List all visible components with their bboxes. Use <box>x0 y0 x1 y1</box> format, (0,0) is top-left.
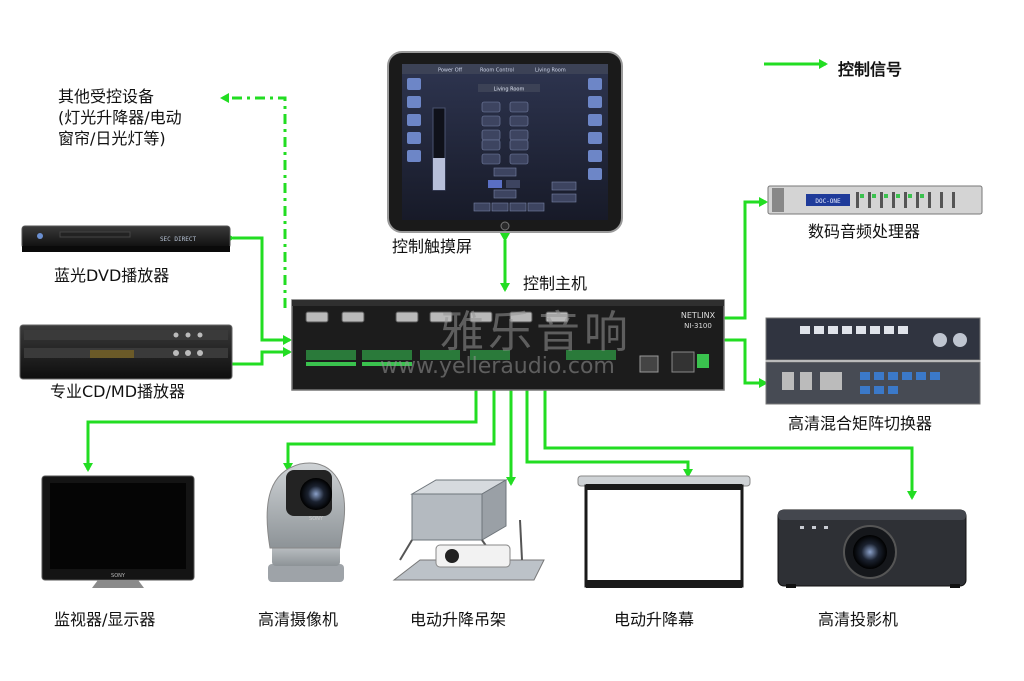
other-devices-line1: 其他受控设备 <box>58 87 155 106</box>
tp-right-icons <box>588 78 602 180</box>
projector-label: 高清投影机 <box>818 610 899 629</box>
monitor-label: 监视器/显示器 <box>54 610 156 629</box>
matrix-label: 高清混合矩阵切换器 <box>788 414 933 433</box>
legend-label: 控制信号 <box>838 60 903 79</box>
dvd-player: SEC DIRECT <box>21 225 231 252</box>
dvd-link <box>226 233 292 345</box>
touch-panel: Power Off Room Control Living Room Livin… <box>387 51 623 233</box>
tp-tab-1: Power Off <box>438 68 463 74</box>
projector-link <box>540 383 917 500</box>
controller-label: 控制主机 <box>523 274 588 293</box>
camera-label: 高清摄像机 <box>258 610 339 629</box>
controller-brand: NETLINX <box>681 311 716 320</box>
screen-link <box>522 383 693 478</box>
tp-button-grid <box>481 101 529 165</box>
cd-player <box>19 324 233 380</box>
cd-label: 专业CD/MD播放器 <box>50 382 186 401</box>
tp-tab-3: Living Room <box>535 68 566 74</box>
controller-model: NI-3100 <box>684 322 712 330</box>
monitor: SONY <box>41 475 195 588</box>
motorized-screen <box>577 475 751 588</box>
dsp-link <box>718 197 768 323</box>
dsp-display-text: DOC-ONE <box>815 198 841 205</box>
connection-lines <box>83 59 917 500</box>
camera-brand-text: SONY <box>309 516 324 522</box>
hd-projector <box>777 509 967 588</box>
tp-left-icons <box>407 78 421 162</box>
lift-label: 电动升降吊架 <box>410 610 507 629</box>
monitor-brand-text: SONY <box>111 573 126 579</box>
dsp-label: 数码音频处理器 <box>808 222 921 241</box>
tp-screen-title: Living Room <box>494 87 525 93</box>
touchpanel-label: 控制触摸屏 <box>392 237 473 256</box>
other-devices-line2: (灯光升降器/电动 <box>58 108 182 127</box>
dvd-label: 蓝光DVD播放器 <box>54 266 170 285</box>
matrix-link <box>718 335 768 388</box>
tp-bottom-buttons <box>473 202 545 212</box>
other-devices-line3: 窗帘/日光灯等) <box>58 129 166 148</box>
projector-lift <box>392 479 545 581</box>
hd-camera: SONY <box>266 462 346 582</box>
dvd-display-text: SEC DIRECT <box>160 236 197 243</box>
screen-label: 电动升降幕 <box>614 610 695 629</box>
monitor-link <box>83 383 481 472</box>
cd-link <box>225 347 292 369</box>
camera-link <box>283 383 499 472</box>
audio-processor: DOC-ONE <box>767 185 983 215</box>
matrix-switcher <box>765 317 981 405</box>
other-devices-note: 其他受控设备 (灯光升降器/电动 窗帘/日光灯等) <box>58 86 182 149</box>
tp-tab-2: Room Control <box>480 68 514 74</box>
other-devices-link <box>220 93 287 308</box>
main-controller: NETLINX NI-3100 <box>291 299 725 391</box>
